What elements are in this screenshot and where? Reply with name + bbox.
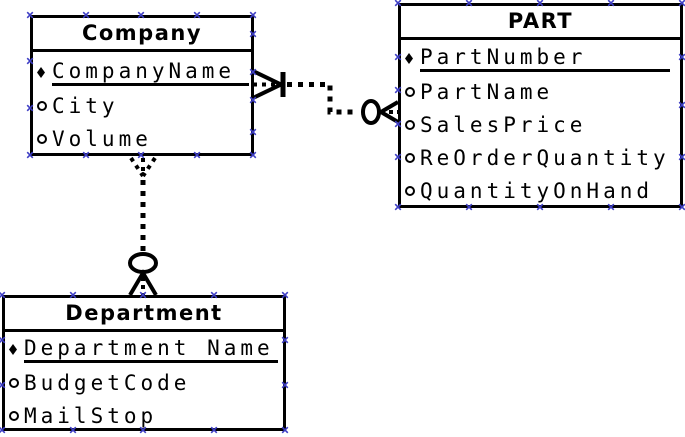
attribute-name: City [52,93,119,118]
attribute-row: Department Name [9,333,283,366]
open-circle-icon [405,86,420,97]
entity-company[interactable]: Company CompanyName City Volume [30,15,254,156]
key-diamond-icon [37,67,52,78]
attribute-name: Volume [52,126,152,151]
open-circle-icon [9,377,24,388]
crows-foot-part-end [377,100,400,124]
entity-company-attributes: CompanyName City Volume [33,52,251,155]
entity-part-attributes: PartNumber PartName SalesPrice ReOrderQu… [401,40,680,207]
attribute-row: City [37,89,251,122]
entity-department-attributes: Department Name BudgetCode MailStop [5,332,283,432]
optional-circle [361,99,381,125]
attribute-name: CompanyName [52,59,250,86]
attribute-name: PartNumber [420,45,671,72]
attribute-name: PartName [420,79,554,104]
entity-department[interactable]: Department Department Name BudgetCode Ma… [2,295,286,431]
open-circle-icon [405,185,420,196]
attribute-name: QuantityOnHand [420,178,654,203]
attribute-row: CompanyName [37,56,251,89]
open-circle-icon [405,152,420,163]
attribute-name: Department Name [24,336,278,363]
entity-company-title: Company [33,18,251,52]
relationship-company-department[interactable] [128,156,158,297]
attribute-row: Volume [37,122,251,155]
open-circle-icon [405,119,420,130]
crows-foot-company-end [129,156,145,178]
attribute-row: PartName [405,75,680,108]
crows-foot-department-end [128,269,158,297]
attribute-name: BudgetCode [24,370,191,395]
key-diamond-icon [9,344,24,355]
entity-part[interactable]: PART PartNumber PartName SalesPrice ReOr… [398,3,683,208]
attribute-row: MailStop [9,399,283,432]
attribute-row: PartNumber [405,42,680,75]
optional-circle [128,252,158,274]
key-diamond-icon [405,53,420,64]
relationship-company-part[interactable] [252,69,400,125]
attribute-row: QuantityOnHand [405,174,680,207]
entity-part-title: PART [401,6,680,40]
open-circle-icon [9,410,24,421]
attribute-name: SalesPrice [420,112,587,137]
relationship-line [287,82,355,115]
open-circle-icon [37,133,52,144]
attribute-row: ReOrderQuantity [405,141,680,174]
entity-department-title: Department [5,298,283,332]
attribute-row: BudgetCode [9,366,283,399]
crows-foot-company-end [252,69,286,100]
attribute-name: ReOrderQuantity [420,145,670,170]
attribute-row: SalesPrice [405,108,680,141]
open-circle-icon [37,100,52,111]
attribute-name: MailStop [24,403,158,428]
